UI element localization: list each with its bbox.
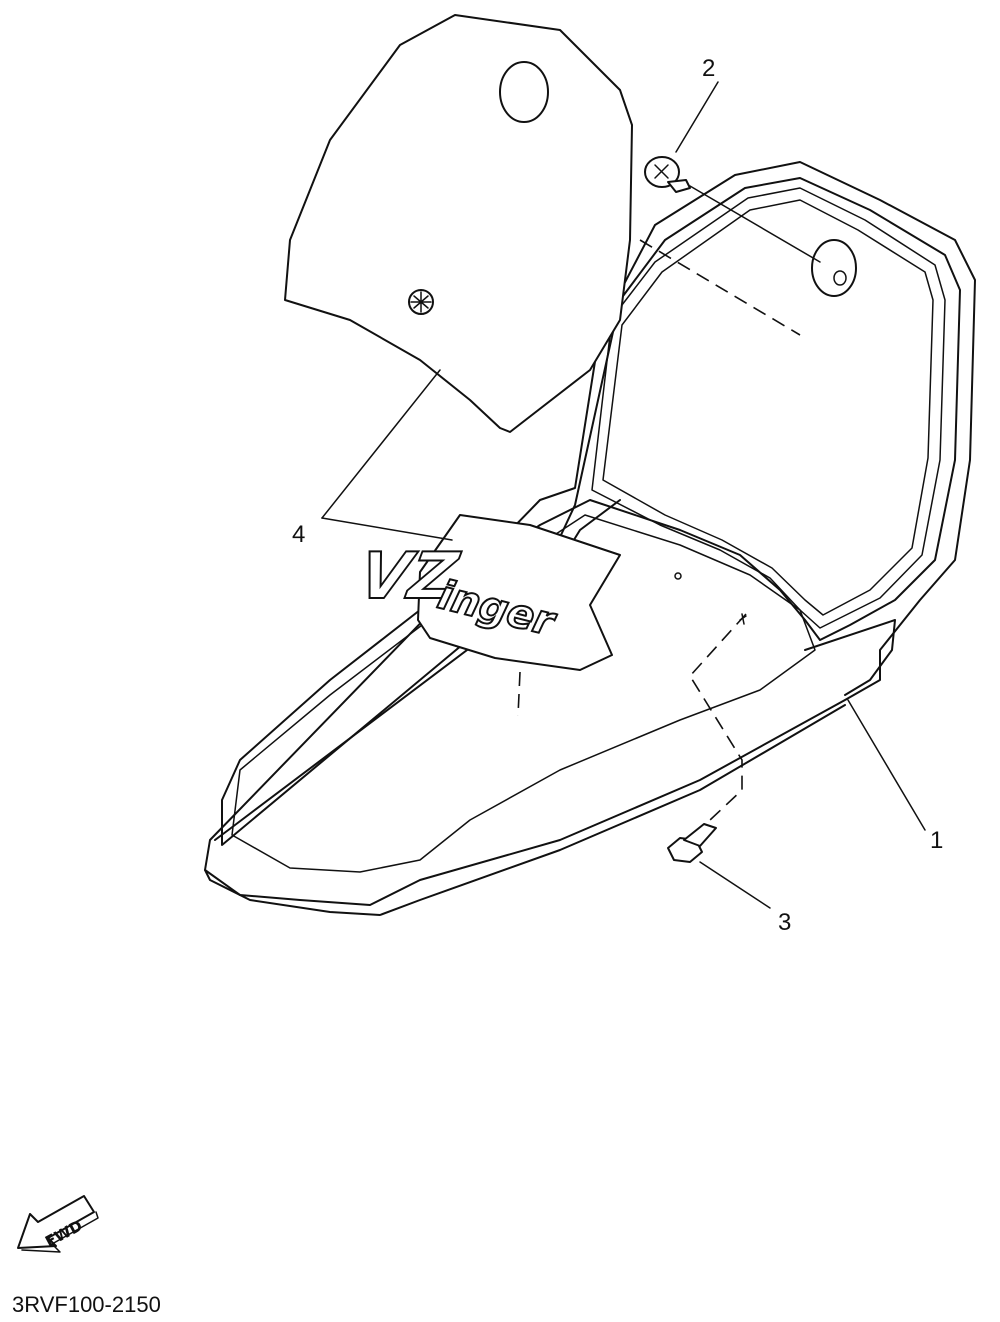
decal-letters-top: VZ — [354, 539, 464, 613]
callout-2: 2 — [702, 55, 715, 82]
callout-1: 1 — [930, 827, 943, 854]
callout-numbers: 1 2 3 4 — [292, 55, 943, 936]
screw-part-2 — [644, 156, 691, 193]
decal-graphic: VZ inger — [353, 514, 621, 671]
leader-lines — [321, 81, 926, 909]
callout-3: 3 — [778, 909, 791, 936]
fwd-arrow-icon: FWD — [17, 1195, 99, 1253]
figure-code: 3RVF100-2150 — [12, 1292, 161, 1317]
callout-4: 4 — [292, 521, 305, 548]
decal-panel — [284, 14, 633, 433]
bolt-part-3 — [667, 823, 717, 863]
seat-part — [204, 161, 976, 916]
